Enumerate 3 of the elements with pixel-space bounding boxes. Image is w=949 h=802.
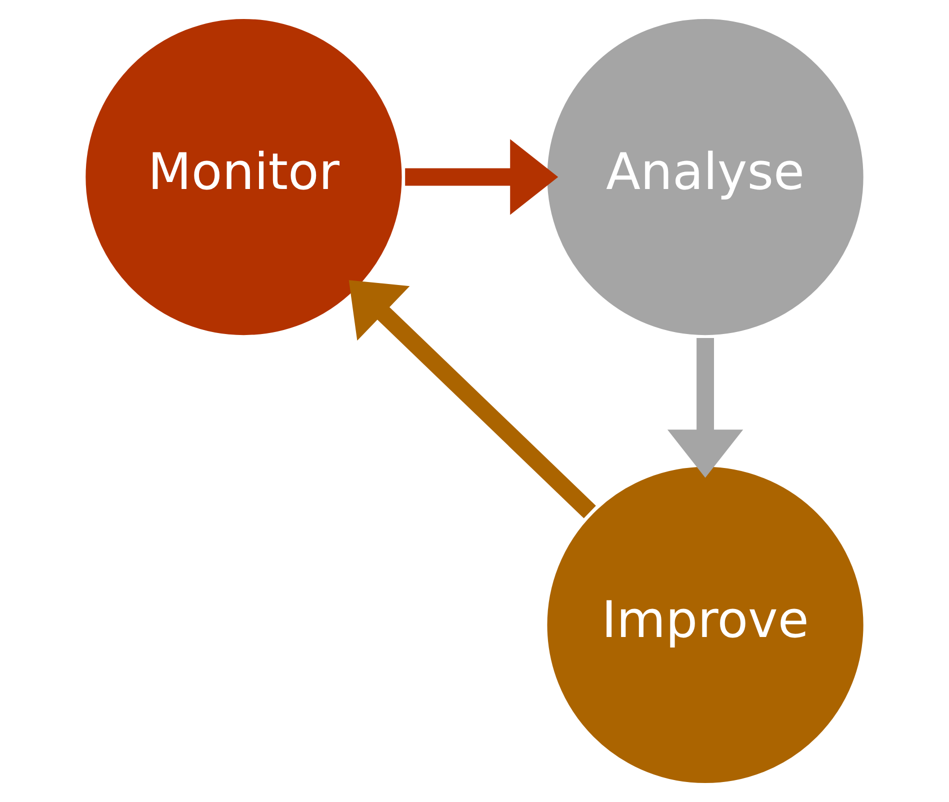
arrow bbox=[667, 338, 744, 478]
arrow bbox=[348, 280, 596, 518]
arrow bbox=[405, 139, 558, 215]
